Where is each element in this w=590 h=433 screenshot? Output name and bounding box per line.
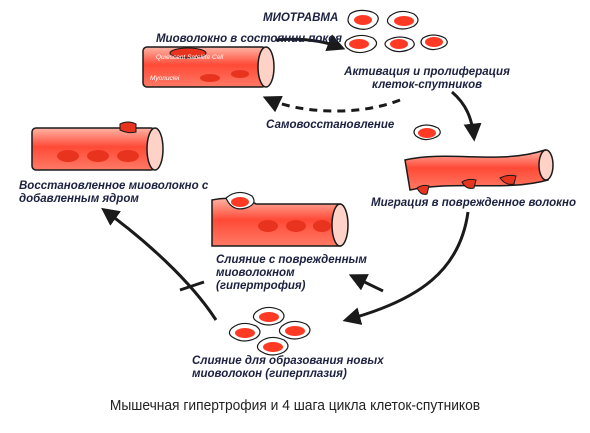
to-migration-arrow (451, 90, 482, 142)
resting-myofiber: Quiescent Satellite Cell Myonuclei (142, 46, 275, 88)
damaged-myofiber (404, 148, 554, 195)
figure-caption: Мышечная гипертрофия и 4 шага цикла клет… (109, 397, 481, 414)
activation-label-line2: клеток-спутников (371, 79, 483, 91)
branch-line (179, 280, 205, 292)
to-restored-arrow (101, 207, 218, 321)
activation-label: Активация и пролиферация клеток-спутнико… (340, 66, 514, 92)
restored-label-line2: добавленным ядром (19, 193, 139, 205)
trauma-arrow (275, 34, 346, 52)
fusion-label: Слияние с поврежденным миоволокном (гипе… (216, 254, 367, 293)
myonucleus (57, 150, 79, 162)
to-hypertrophy-arrow (348, 274, 384, 293)
quiescent-cell-label: Quiescent Satellite Cell (156, 54, 224, 61)
migration-label: Миграция в поврежденное волокно (371, 197, 576, 209)
new-fibers-label-line2: миоволокон (гиперплазия) (192, 368, 347, 380)
new-fibers-label: Слияние для образования новых миоволокон… (192, 355, 384, 381)
restored-label-line1: Восстановленное миоволокно с (19, 180, 209, 192)
myonuclei-label: Myonuclei (150, 75, 180, 82)
activation-label-line1: Активация и пролиферация (344, 66, 510, 78)
restored-myofiber (31, 121, 164, 171)
activated-cells-cluster (344, 9, 448, 54)
self-repair-label: Самовосстановление (266, 119, 395, 131)
fusion-label-line2: миоволокном (216, 267, 295, 279)
trauma-label: МИОТРАВМА (263, 12, 339, 24)
quiescent-satellite-cell (169, 47, 207, 59)
new-fiber-cells-cluster (228, 306, 311, 356)
fusion-label-line3: (гипертрофия) (216, 280, 306, 292)
myonucleus (87, 150, 109, 162)
fusion-label-line1: Слияние с поврежденным (216, 254, 367, 266)
myonucleus (231, 70, 249, 78)
myonucleus (200, 74, 220, 82)
new-fibers-label-line1: Слияние для образования новых (192, 355, 384, 367)
self-repair-arrow (262, 95, 401, 113)
resting-fiber-label: Миоволокно в состоянии покоя (155, 33, 342, 45)
to-hyperplasia-arrow (342, 211, 470, 325)
fused-myofiber (211, 191, 349, 247)
added-nucleus (117, 150, 139, 162)
migrating-cell (413, 124, 441, 141)
restored-label: Восстановленное миоволокно с добавленным… (19, 180, 208, 206)
